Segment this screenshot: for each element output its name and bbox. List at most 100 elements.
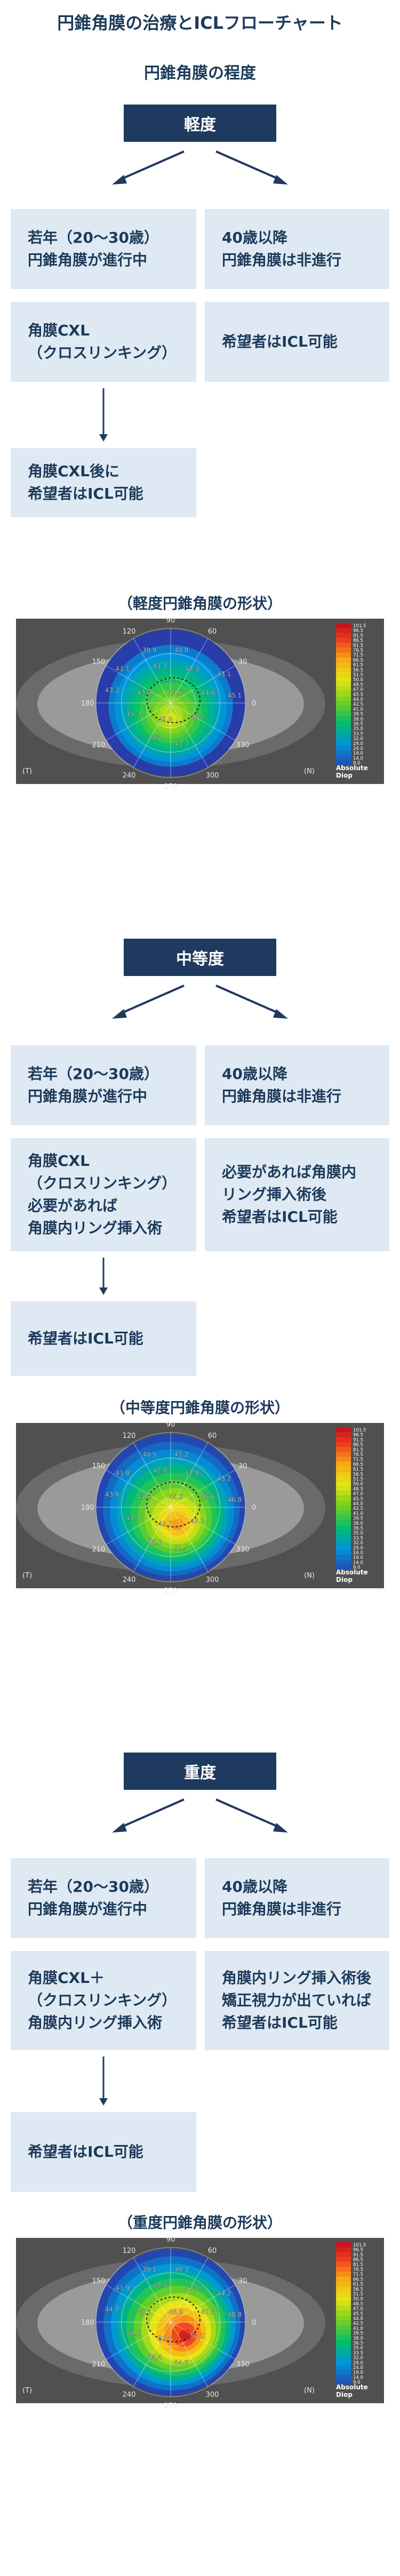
scale-swatch: [336, 711, 351, 716]
axis-label: 330: [236, 1546, 250, 1554]
scale-swatch: [336, 1515, 351, 1521]
scale-swatch: [336, 1457, 351, 1462]
flow-box-line: 角膜CXL: [28, 1152, 90, 1170]
scale-value: 36.5: [353, 1526, 363, 1531]
scale-swatch: [336, 1437, 351, 1442]
scale-value: 29.0: [353, 2361, 363, 2366]
scale-value: 14.0: [353, 2375, 363, 2380]
scale-value: 86.5: [353, 1443, 363, 1448]
pupil-outline: [146, 1482, 201, 1527]
scale-value: 56.5: [353, 2287, 363, 2292]
grid-line: [170, 1469, 236, 1508]
grid-line: [133, 702, 171, 768]
scale-swatch: [336, 1559, 351, 1565]
scale-swatch: [336, 1510, 351, 1516]
scale-swatch: [336, 731, 351, 736]
scale-value: 45.5: [353, 1497, 363, 1502]
flow-box-line: 若年（20～30歳）: [28, 1065, 159, 1083]
scale-value: 91.5: [353, 633, 363, 638]
scale-value: 66.5: [353, 1462, 363, 1467]
scale-swatch: [336, 706, 351, 711]
curvature-value: 43.0: [185, 2284, 199, 2292]
scale-value: 81.5: [353, 1447, 363, 1453]
scale-value: 48.5: [353, 2301, 363, 2307]
split-arrows-icon: [112, 1798, 288, 1833]
scale-swatch: [336, 1564, 351, 1570]
flow-box-line: 若年（20～30歳）: [28, 1878, 159, 1895]
scale-swatch: [336, 1495, 351, 1501]
scale-value: 81.5: [353, 643, 363, 649]
scale-swatch: [336, 750, 351, 756]
scale-value: 61.5: [353, 2282, 363, 2287]
flow-box: 角膜CXL（クロスリンキング）必要があれば角膜内リング挿入術: [11, 1138, 196, 1251]
scale-swatch: [336, 760, 351, 765]
curvature-value: 49.2: [190, 1517, 205, 1525]
polar-grid: [95, 1432, 246, 1582]
flow-box-line: 角膜内リング挿入術: [28, 1219, 163, 1237]
scale-value: 14.0: [353, 1560, 363, 1565]
curvature-value: 43.2: [217, 1475, 231, 1482]
flow-box-line: 角膜内リング挿入術: [28, 2014, 163, 2031]
scale-swatch: [336, 2355, 351, 2360]
axis-label: 30: [238, 1462, 247, 1470]
axis-label: 0: [252, 1504, 256, 1512]
curvature-value: 47.8: [126, 1515, 141, 1522]
axis-label: 30: [238, 2277, 247, 2285]
scale-value: 45.5: [353, 2311, 363, 2317]
scale-swatch: [336, 1491, 351, 1496]
scale-value: 35.0: [353, 726, 363, 732]
curvature-value: 44.7: [105, 2306, 119, 2313]
scale-value: 14.0: [353, 756, 363, 761]
scale-swatch: [336, 2261, 351, 2267]
scale-swatch: [336, 628, 351, 633]
flow-box-line: 希望者はICL可能: [222, 1208, 338, 1226]
scale-value: 76.5: [353, 648, 363, 653]
grid-line: [106, 2322, 171, 2360]
flow-box: 角膜CXL（クロスリンキング）: [11, 302, 196, 382]
scale-value: 56.5: [353, 1472, 363, 1477]
scale-swatch: [336, 2345, 351, 2350]
flow-box: 角膜CXL＋（クロスリンキング）角膜内リング挿入術: [11, 1951, 196, 2050]
curvature-value: 54.9: [174, 2359, 189, 2366]
scale-label: Diop: [336, 1576, 353, 1583]
axis-label: 60: [208, 2247, 217, 2255]
scale-swatch: [336, 1545, 351, 1550]
scale-swatch: [336, 1555, 351, 1560]
severity-heading: 中等度: [124, 939, 276, 976]
pupil-outline: [146, 677, 201, 723]
scale-value: 42.5: [353, 1506, 363, 1511]
scale-swatch: [336, 1481, 351, 1486]
scale-swatch: [336, 1506, 351, 1511]
scale-swatch: [336, 701, 351, 707]
scale-value: 47.0: [353, 2307, 363, 2312]
curvature-value: 44.1: [169, 689, 183, 697]
axis-label: 0: [252, 700, 256, 708]
scale-value: 38.0: [353, 717, 363, 722]
axis-label: 300: [206, 772, 219, 780]
curvature-value: 45.8: [158, 716, 173, 723]
scale-swatch: [336, 662, 351, 667]
scale-swatch: [336, 1452, 351, 1457]
axis-label: 120: [123, 2247, 136, 2255]
axis-label: 210: [92, 741, 105, 749]
scale-value: 33.5: [353, 731, 363, 737]
scale-value: 76.5: [353, 1452, 363, 1458]
scale-swatch: [336, 677, 351, 682]
scale-label: Absolute: [336, 2383, 368, 2391]
grid-line: [170, 702, 209, 768]
scale-swatch: [336, 746, 351, 751]
grid-line: [170, 2322, 209, 2387]
axis-label: 240: [123, 1576, 136, 1584]
scale-swatch: [336, 2301, 351, 2306]
grid-line: [106, 1507, 171, 1545]
scale-value: 66.5: [353, 2277, 363, 2282]
curvature-value: 41.9: [116, 2284, 130, 2292]
scale-swatch: [336, 1535, 351, 1540]
grid-line: [170, 665, 236, 703]
grid-line: [106, 665, 171, 703]
flow-box-line: 40歳以降: [222, 1065, 287, 1083]
scale-swatch: [336, 1530, 351, 1535]
scale-swatch: [336, 2291, 351, 2297]
scale-value: 24.0: [353, 1550, 363, 1556]
